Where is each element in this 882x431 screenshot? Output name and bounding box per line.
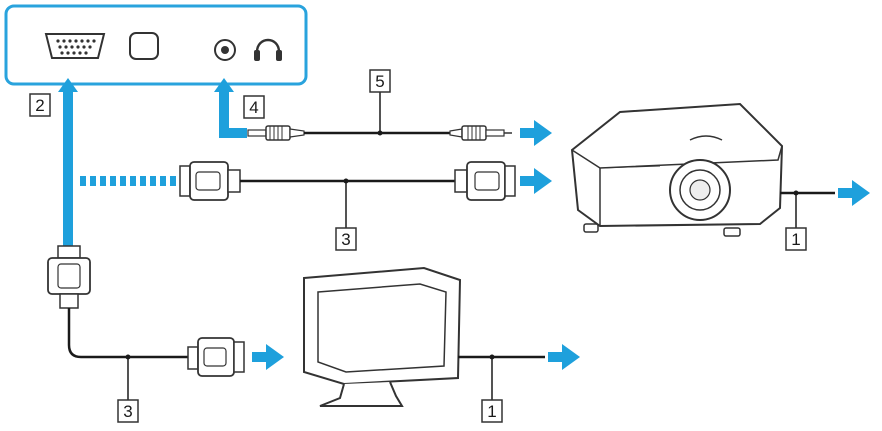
callout-headphone-jack: 4 bbox=[243, 95, 265, 119]
callout-monitor-cable-lower: 3 bbox=[117, 399, 139, 423]
svg-text:4: 4 bbox=[249, 98, 258, 117]
callout-monitor-power: 1 bbox=[481, 399, 503, 423]
svg-text:2: 2 bbox=[35, 96, 44, 115]
callout-audio-cable: 5 bbox=[369, 69, 391, 93]
svg-text:1: 1 bbox=[791, 230, 800, 249]
lower-monitor-cable bbox=[47, 245, 245, 400]
audio-plug-icon bbox=[247, 125, 305, 141]
arrow-icon bbox=[838, 180, 870, 206]
vga-dashed-link bbox=[80, 176, 176, 186]
arrow-icon bbox=[548, 344, 580, 370]
upper-monitor-cable bbox=[179, 161, 516, 228]
vga-connector-icon bbox=[47, 245, 91, 309]
vga-link-line bbox=[58, 78, 78, 246]
audio-jack-icon bbox=[214, 39, 236, 61]
vga-port-icon bbox=[44, 33, 106, 59]
audio-link-line bbox=[214, 78, 247, 138]
arrow-icon bbox=[520, 120, 552, 146]
svg-text:1: 1 bbox=[487, 402, 496, 421]
arrow-icon bbox=[520, 168, 552, 194]
monitor-icon bbox=[303, 266, 545, 407]
display-port-icon bbox=[129, 32, 159, 60]
callout-vga-port: 2 bbox=[29, 93, 51, 117]
svg-text:3: 3 bbox=[341, 230, 350, 249]
vga-connector-icon bbox=[179, 161, 241, 201]
arrow-icon bbox=[252, 344, 284, 370]
audio-plug-icon bbox=[449, 125, 512, 141]
callout-projector-power: 1 bbox=[785, 227, 807, 251]
projector-icon bbox=[570, 102, 835, 237]
vga-connector-icon bbox=[187, 337, 245, 377]
callout-monitor-cable-upper: 3 bbox=[335, 227, 357, 251]
vga-connector-icon bbox=[454, 161, 516, 201]
audio-cable bbox=[247, 92, 512, 141]
svg-text:3: 3 bbox=[123, 402, 132, 421]
svg-text:5: 5 bbox=[375, 72, 384, 91]
headphone-icon bbox=[254, 38, 282, 61]
